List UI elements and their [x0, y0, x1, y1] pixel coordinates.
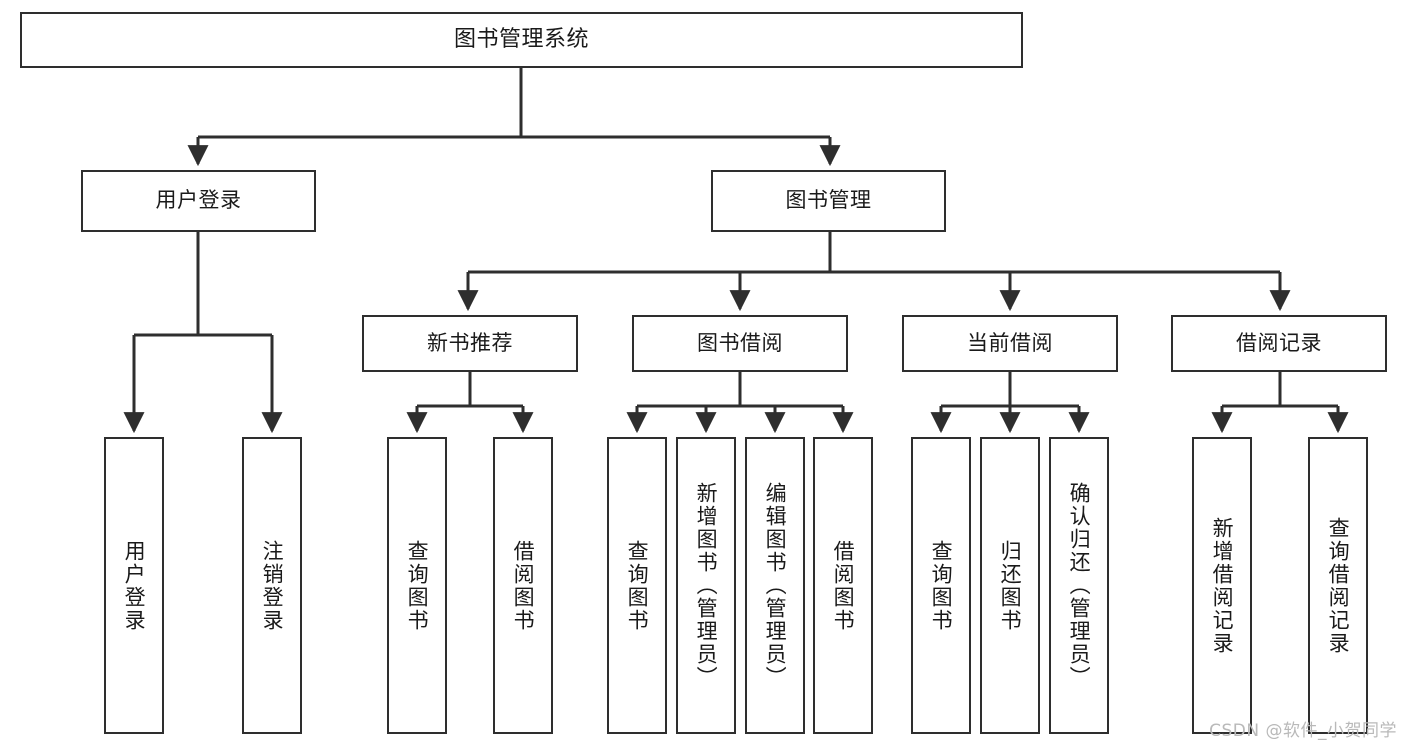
leaf-book-borrow-borrow-book[interactable]: 借阅图书: [813, 437, 873, 734]
leaf-book-borrow-edit-book-admin[interactable]: 编辑图书（管理员）: [745, 437, 805, 734]
leaf-label: 新增借阅记录: [1210, 516, 1235, 655]
leaf-current-borrow-confirm-return-admin[interactable]: 确认归还（管理员）: [1049, 437, 1109, 734]
leaf-label: 借阅图书: [831, 539, 856, 632]
leaf-label: 归还图书: [998, 539, 1023, 632]
node-user-login-label: 用户登录: [155, 188, 242, 213]
leaf-current-borrow-query-book[interactable]: 查询图书: [911, 437, 971, 734]
leaf-borrow-record-add-record[interactable]: 新增借阅记录: [1192, 437, 1252, 734]
leaf-label: 查询图书: [929, 539, 954, 632]
leaf-borrow-record-query-record[interactable]: 查询借阅记录: [1308, 437, 1368, 734]
csdn-watermark: CSDN @软件_小贺同学: [1209, 721, 1397, 741]
leaf-new-book-borrow-book[interactable]: 借阅图书: [493, 437, 553, 734]
leaf-user-login-logout[interactable]: 注销登录: [242, 437, 302, 734]
leaf-label: 注销登录: [260, 539, 285, 632]
leaf-new-book-query-book[interactable]: 查询图书: [387, 437, 447, 734]
node-book-borrow-label: 图书借阅: [697, 330, 783, 355]
node-current-borrow[interactable]: 当前借阅: [902, 315, 1118, 372]
leaf-current-borrow-return-book[interactable]: 归还图书: [980, 437, 1040, 734]
node-user-login[interactable]: 用户登录: [81, 170, 316, 232]
leaf-label: 新增图书（管理员）: [694, 482, 719, 689]
node-book-borrow[interactable]: 图书借阅: [632, 315, 848, 372]
leaf-label: 用户登录: [122, 539, 147, 632]
leaf-label: 确认归还（管理员）: [1067, 482, 1092, 689]
leaf-book-borrow-add-book-admin[interactable]: 新增图书（管理员）: [676, 437, 736, 734]
leaf-book-borrow-query-book[interactable]: 查询图书: [607, 437, 667, 734]
leaf-user-login-login[interactable]: 用户登录: [104, 437, 164, 734]
node-borrow-record-label: 借阅记录: [1236, 330, 1322, 355]
node-root-book-management-system[interactable]: 图书管理系统: [20, 12, 1023, 68]
node-root-label: 图书管理系统: [453, 26, 589, 52]
node-current-borrow-label: 当前借阅: [967, 330, 1053, 355]
leaf-label: 查询图书: [405, 539, 430, 632]
node-new-book-recommend[interactable]: 新书推荐: [362, 315, 578, 372]
node-book-management-label: 图书管理: [785, 188, 872, 213]
node-borrow-record[interactable]: 借阅记录: [1171, 315, 1387, 372]
leaf-label: 借阅图书: [511, 539, 536, 632]
leaf-label: 查询图书: [625, 539, 650, 632]
node-book-management[interactable]: 图书管理: [711, 170, 946, 232]
leaf-label: 编辑图书（管理员）: [763, 482, 788, 689]
leaf-label: 查询借阅记录: [1326, 516, 1351, 655]
node-new-book-recommend-label: 新书推荐: [427, 330, 513, 355]
